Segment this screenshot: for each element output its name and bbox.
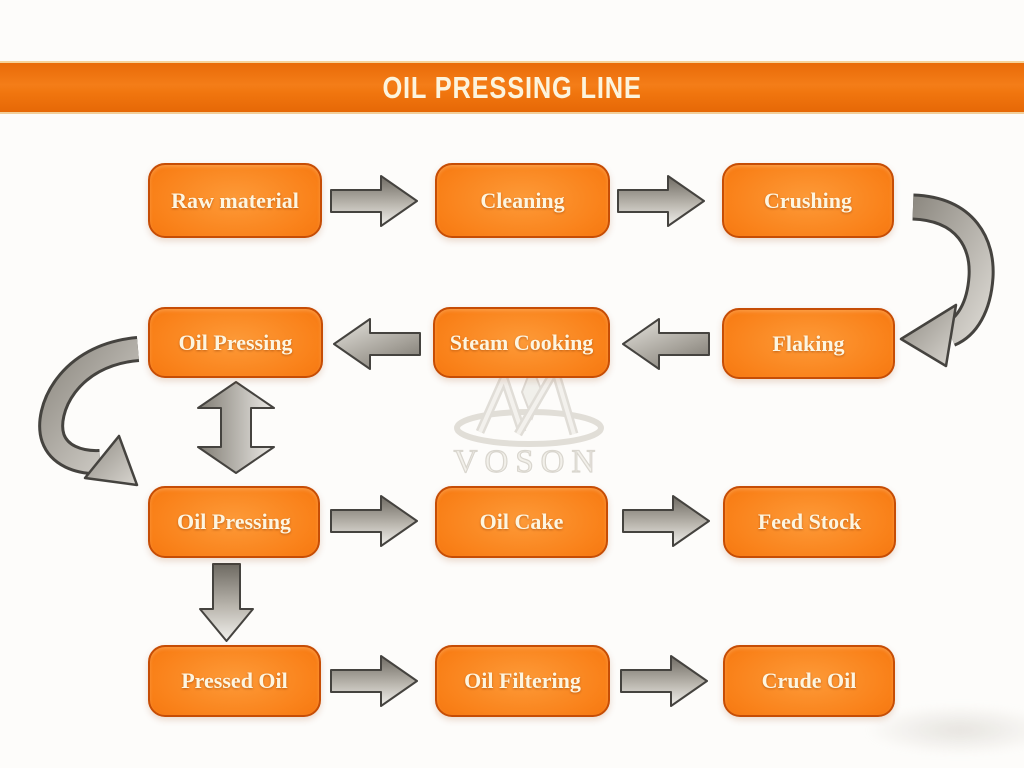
arrow-right-icon — [330, 175, 418, 227]
arrow-right-icon — [622, 495, 710, 547]
node-label: Steam Cooking — [449, 329, 594, 355]
node-label: Raw material — [171, 187, 299, 213]
flow-node-feed-stock: Feed Stock — [723, 486, 896, 558]
flow-node-crude-oil: Crude Oil — [723, 645, 895, 717]
arrow-up-down-icon — [197, 381, 275, 474]
faint-watermark-smudge — [865, 705, 1024, 755]
arrow-right-icon — [330, 495, 418, 547]
arrow-right-icon — [617, 175, 705, 227]
flow-node-flaking: Flaking — [722, 308, 895, 379]
node-label: Oil Pressing — [177, 509, 291, 534]
node-label: Oil Filtering — [464, 668, 581, 693]
title-bar: OIL PRESSING LINE — [0, 61, 1024, 114]
node-label: Cleaning — [480, 187, 565, 213]
node-label: Flaking — [772, 330, 845, 356]
node-label: Oil Cake — [479, 509, 564, 534]
flow-node-oil-pressing-bottom: Oil Pressing — [148, 486, 320, 558]
flow-node-raw-material: Raw material — [148, 163, 322, 238]
node-label: Crude Oil — [761, 668, 857, 693]
flow-node-oil-filtering: Oil Filtering — [435, 645, 610, 717]
arrow-right-icon — [620, 655, 708, 707]
node-label: Feed Stock — [757, 509, 862, 534]
arrow-left-icon — [333, 318, 421, 370]
page-title: OIL PRESSING LINE — [382, 69, 642, 105]
flow-node-pressed-oil: Pressed Oil — [148, 645, 321, 717]
arrow-right-icon — [330, 655, 418, 707]
node-label: Oil Pressing — [178, 329, 293, 355]
arrow-left-icon — [622, 318, 710, 370]
node-label: Crushing — [763, 187, 853, 213]
flow-node-oil-pressing-top: Oil Pressing — [148, 307, 323, 378]
curved-arrow-down-right-icon — [38, 336, 140, 487]
flow-node-steam-cooking: Steam Cooking — [433, 307, 610, 378]
flow-node-crushing: Crushing — [722, 163, 894, 238]
flow-node-oil-cake: Oil Cake — [435, 486, 608, 558]
flow-node-cleaning: Cleaning — [435, 163, 610, 238]
curved-arrow-down-left-icon — [899, 193, 995, 368]
node-label: Pressed Oil — [181, 668, 288, 693]
arrow-down-icon — [199, 563, 254, 642]
voson-watermark-text: VOSON — [453, 443, 603, 480]
